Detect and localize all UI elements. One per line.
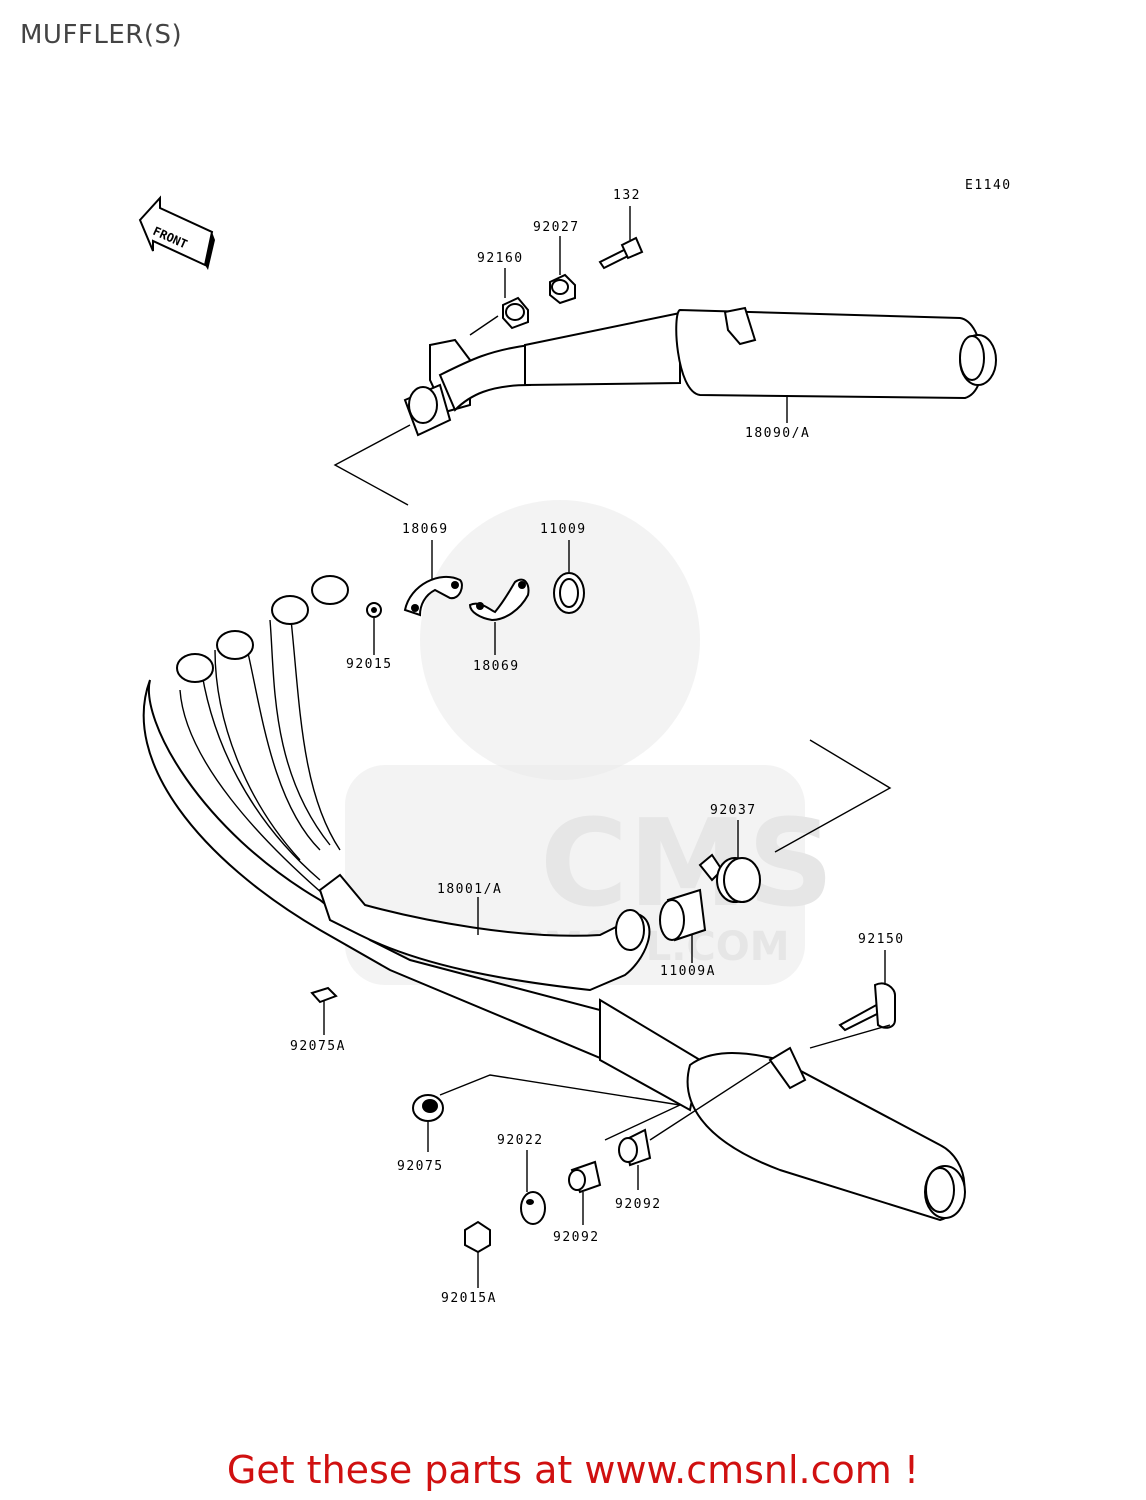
- diagram-code: E1140: [965, 178, 1012, 193]
- part-label-92022: 92022: [497, 1133, 544, 1148]
- upper-muffler: [403, 306, 997, 437]
- bolt-132-icon: [598, 236, 644, 270]
- part-label-92075A: 92075A: [290, 1039, 346, 1054]
- leader-lines: [323, 206, 892, 1288]
- damper-92092-left-icon: [568, 1160, 602, 1194]
- exhaust-header-pipes: [142, 575, 966, 1222]
- part-label-92075: 92075: [397, 1159, 444, 1174]
- part-label-132: 132: [613, 188, 641, 203]
- clamp-18069-upper-icon: [403, 575, 463, 617]
- rubber-92075A-icon: [310, 986, 338, 1004]
- gasket-11009-icon: [553, 572, 585, 614]
- part-label-92160: 92160: [477, 251, 524, 266]
- part-label-18001A: 18001/A: [437, 882, 502, 897]
- part-label-11009A: 11009A: [660, 964, 716, 979]
- part-label-18069-top: 18069: [402, 522, 449, 537]
- part-label-18090A: 18090/A: [745, 426, 810, 441]
- part-label-92015: 92015: [346, 657, 393, 672]
- part-labels: 132 92027 92160 18090/A 18069 11009 9201…: [290, 188, 905, 1306]
- promo-link[interactable]: Get these parts at www.cmsnl.com !: [226, 1448, 920, 1492]
- part-label-92092-right: 92092: [615, 1197, 662, 1212]
- nut-92015-icon: [366, 602, 382, 618]
- bolt-92015A-icon: [464, 1220, 491, 1254]
- clamp-18069-lower-icon: [468, 578, 530, 622]
- part-label-92037: 92037: [710, 803, 757, 818]
- parts-diagram: CMS WWW.CMSNL.COM FRONT E1140: [138, 178, 1012, 1306]
- part-label-92150: 92150: [858, 932, 905, 947]
- part-label-18069-bottom: 18069: [473, 659, 520, 674]
- part-label-92027: 92027: [533, 220, 580, 235]
- watermark: CMS WWW.CMSNL.COM: [345, 500, 834, 985]
- collar-92027-icon: [549, 273, 576, 305]
- damper-92092-right-icon: [618, 1128, 652, 1167]
- front-arrow-icon: FRONT: [138, 195, 215, 270]
- washer-92022-icon: [520, 1191, 546, 1225]
- bolt-92150-icon: [838, 982, 896, 1032]
- part-label-92092-left: 92092: [553, 1230, 600, 1245]
- grommet-92075-icon: [412, 1094, 444, 1122]
- page-title: MUFFLER(S): [20, 20, 183, 50]
- clamp-92037-icon: [698, 853, 761, 903]
- gasket-11009A-icon: [659, 888, 707, 942]
- part-label-11009: 11009: [540, 522, 587, 537]
- grommet-92160-icon: [502, 296, 529, 330]
- part-label-92015A: 92015A: [441, 1291, 497, 1306]
